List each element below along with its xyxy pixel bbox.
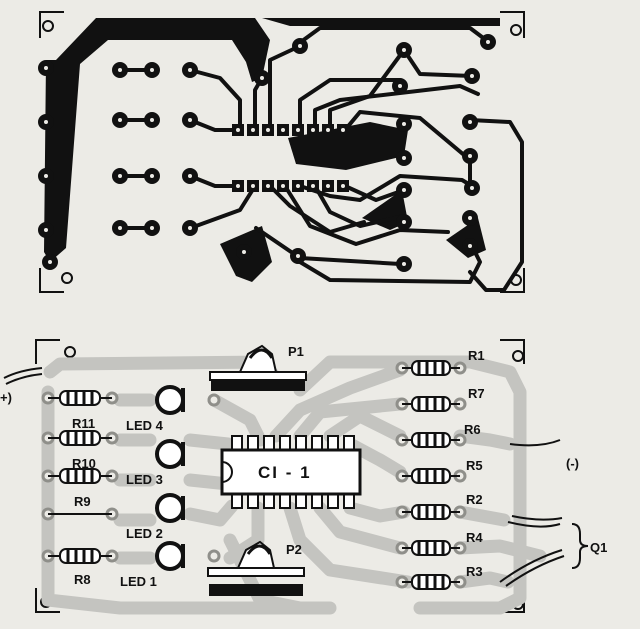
led-3 bbox=[155, 439, 185, 469]
q1-brace bbox=[571, 523, 589, 569]
label-led4: LED 4 bbox=[126, 418, 164, 433]
potentiometer-p1 bbox=[209, 344, 307, 391]
label-positive: +) bbox=[0, 390, 12, 405]
label-r11: R11 bbox=[72, 416, 95, 431]
ground-plane bbox=[44, 18, 270, 262]
label-r2: R2 bbox=[466, 492, 483, 507]
label-q1: Q1 bbox=[590, 540, 607, 555]
label-p2: P2 bbox=[286, 542, 302, 557]
resistor-r3 bbox=[402, 574, 460, 590]
resistors-left bbox=[48, 390, 112, 564]
label-r1: R1 bbox=[468, 348, 485, 363]
resistor-r8 bbox=[48, 548, 112, 564]
label-r7: R7 bbox=[468, 386, 485, 401]
resistor-r5 bbox=[402, 468, 460, 484]
label-r5: R5 bbox=[466, 458, 483, 473]
label-led3: LED 3 bbox=[126, 472, 163, 487]
resistor-r6 bbox=[402, 432, 460, 448]
ic-ci-1 bbox=[220, 435, 362, 509]
label-negative: (-) bbox=[566, 456, 579, 471]
resistor-r7 bbox=[402, 396, 460, 412]
label-ci1: CI - 1 bbox=[258, 463, 312, 482]
resistors-right bbox=[402, 360, 460, 590]
label-r3: R3 bbox=[466, 564, 483, 579]
round-pads-top bbox=[38, 34, 496, 272]
resistor-r2 bbox=[402, 504, 460, 520]
label-r4: R4 bbox=[466, 530, 483, 545]
label-r9: R9 bbox=[74, 494, 91, 509]
resistor-r1 bbox=[402, 360, 460, 376]
led-2 bbox=[155, 493, 185, 523]
board-outline-top bbox=[39, 11, 525, 293]
resistor-r11 bbox=[48, 390, 112, 406]
resistor-r9 bbox=[48, 468, 112, 484]
potentiometer-p2 bbox=[207, 540, 305, 596]
label-r6: R6 bbox=[464, 422, 481, 437]
ic-pad-holes-top bbox=[236, 128, 345, 188]
ground-plane-2 bbox=[262, 18, 500, 26]
label-r10: R10 bbox=[72, 456, 96, 471]
wires bbox=[3, 367, 565, 587]
label-p1: P1 bbox=[288, 344, 304, 359]
label-led2: LED 2 bbox=[126, 526, 163, 541]
resistor-r10 bbox=[48, 430, 112, 446]
leds bbox=[155, 385, 185, 571]
resistor-r4 bbox=[402, 540, 460, 556]
led-4 bbox=[155, 385, 185, 415]
led-1 bbox=[155, 541, 185, 571]
label-led1: LED 1 bbox=[120, 574, 157, 589]
label-r8: R8 bbox=[74, 572, 91, 587]
